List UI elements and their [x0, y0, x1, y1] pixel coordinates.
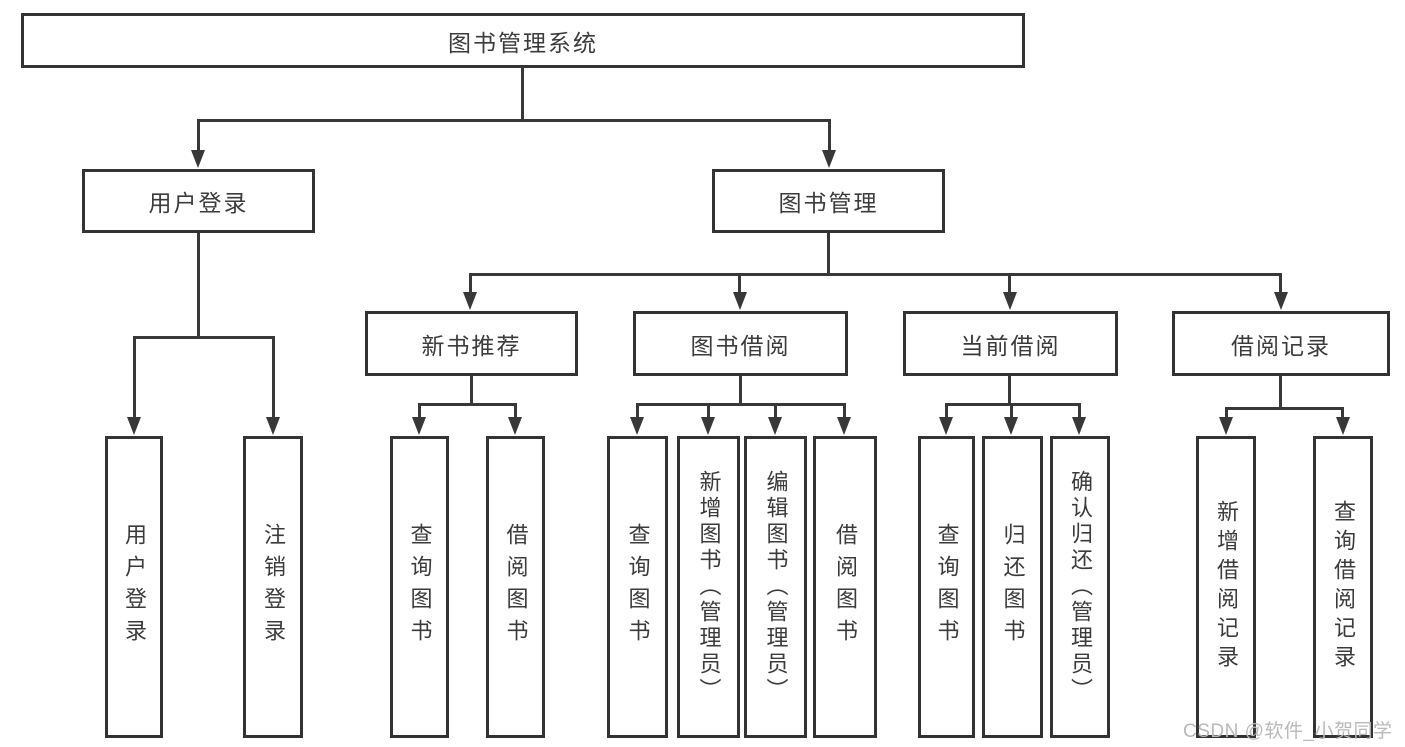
arrow-down-icon	[1274, 292, 1288, 310]
node-borrow-record: 借阅记录	[1172, 311, 1390, 376]
connector-line	[828, 119, 831, 153]
arrow-down-icon	[822, 150, 836, 168]
connector-line	[133, 336, 275, 339]
arrow-down-icon	[1219, 417, 1233, 435]
leaf-add-borrow-record-label: 新增借阅记录	[1214, 500, 1239, 674]
connector-line	[1008, 375, 1011, 403]
node-borrow-record-label: 借阅记录	[1231, 332, 1331, 359]
node-current-borrow: 当前借阅	[903, 311, 1118, 376]
arrow-down-icon	[1003, 292, 1017, 310]
arrow-down-icon	[127, 417, 141, 435]
node-user-login: 用户登录	[82, 169, 315, 233]
connector-line	[1225, 407, 1344, 410]
leaf-query-book-1: 查询图书	[390, 436, 449, 738]
connector-line	[707, 403, 710, 419]
connector-line	[514, 403, 517, 419]
node-book-borrow: 图书借阅	[633, 311, 848, 376]
arrow-down-icon	[463, 292, 477, 310]
leaf-logout: 注销登录	[243, 436, 303, 738]
leaf-query-book-1-label: 查询图书	[407, 523, 433, 651]
leaf-query-book-3-label: 查询图书	[934, 523, 960, 651]
connector-line	[945, 403, 1081, 406]
node-book-management: 图书管理	[712, 169, 945, 233]
connector-line	[945, 403, 948, 419]
connector-line	[1225, 407, 1228, 419]
leaf-confirm-return-admin-label: 确认归还（管理员）	[1068, 470, 1093, 704]
connector-line	[738, 273, 741, 295]
leaf-borrow-book-2: 借阅图书	[813, 436, 877, 738]
connector-line	[272, 336, 275, 420]
connector-line	[197, 119, 200, 153]
connector-line	[197, 119, 831, 122]
leaf-confirm-return-admin: 确认归还（管理员）	[1050, 436, 1110, 738]
arrow-down-icon	[508, 417, 522, 435]
arrow-down-icon	[191, 150, 205, 168]
node-book-borrow-label: 图书借阅	[690, 332, 791, 359]
leaf-query-book-3: 查询图书	[918, 436, 975, 738]
connector-line	[1010, 403, 1013, 419]
node-user-login-label: 用户登录	[148, 190, 249, 216]
node-current-borrow-label: 当前借阅	[960, 332, 1061, 359]
arrow-down-icon	[701, 417, 715, 435]
arrow-down-icon	[768, 417, 782, 435]
connector-line	[1279, 375, 1282, 407]
leaf-return-book-label: 归还图书	[1000, 523, 1026, 651]
arrow-down-icon	[266, 417, 280, 435]
leaf-add-borrow-record: 新增借阅记录	[1196, 436, 1256, 738]
node-root-label: 图书管理系统	[448, 29, 598, 56]
leaf-query-book-2-label: 查询图书	[625, 523, 651, 651]
connector-line	[1078, 403, 1081, 419]
connector-line	[470, 375, 473, 403]
connector-line	[739, 375, 742, 403]
connector-line	[469, 273, 1282, 276]
connector-line	[827, 233, 830, 273]
leaf-borrow-book-2-label: 借阅图书	[833, 523, 858, 651]
leaf-query-book-2: 查询图书	[607, 436, 668, 738]
connector-line	[1341, 407, 1344, 419]
arrow-down-icon	[837, 417, 851, 435]
arrow-down-icon	[630, 417, 644, 435]
leaf-borrow-book-1-label: 借阅图书	[503, 523, 529, 651]
leaf-add-book-admin: 新增图书（管理员）	[677, 436, 740, 738]
leaf-user-login: 用户登录	[105, 436, 163, 738]
leaf-edit-book-admin: 编辑图书（管理员）	[744, 436, 807, 738]
connector-line	[636, 403, 846, 406]
connector-line	[636, 403, 639, 419]
connector-line	[843, 403, 846, 419]
leaf-logout-label: 注销登录	[261, 523, 286, 651]
node-new-book-recommend: 新书推荐	[365, 311, 578, 376]
arrow-down-icon	[939, 417, 953, 435]
connector-line	[197, 233, 200, 336]
arrow-down-icon	[1004, 417, 1018, 435]
leaf-edit-book-admin-label: 编辑图书（管理员）	[763, 470, 789, 704]
connector-line	[1008, 273, 1011, 295]
arrow-down-icon	[1072, 417, 1086, 435]
leaf-query-borrow-record: 查询借阅记录	[1313, 436, 1373, 738]
leaf-return-book: 归还图书	[982, 436, 1043, 738]
leaf-query-borrow-record-label: 查询借阅记录	[1331, 500, 1356, 674]
connector-line	[1279, 273, 1282, 295]
connector-line	[133, 336, 136, 420]
connector-line	[418, 403, 421, 419]
arrow-down-icon	[412, 417, 426, 435]
node-book-management-label: 图书管理	[778, 190, 879, 216]
node-root: 图书管理系统	[21, 13, 1025, 68]
leaf-add-book-admin-label: 新增图书（管理员）	[696, 470, 722, 704]
arrow-down-icon	[1336, 417, 1350, 435]
connector-line	[774, 403, 777, 419]
watermark: CSDN @软件_小贺同学	[1183, 721, 1393, 742]
connector-line	[418, 403, 517, 406]
connector-line	[469, 273, 472, 295]
leaf-user-login-label: 用户登录	[122, 523, 147, 651]
leaf-borrow-book-1: 借阅图书	[486, 436, 545, 738]
connector-line	[521, 68, 524, 119]
arrow-down-icon	[733, 292, 747, 310]
node-new-book-recommend-label: 新书推荐	[421, 332, 522, 359]
